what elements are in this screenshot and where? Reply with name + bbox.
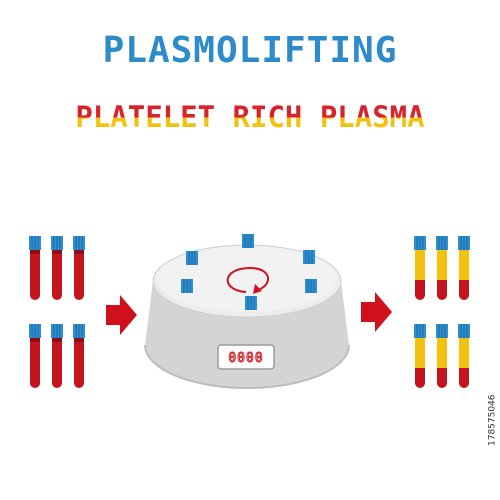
right-tube-group-bottom — [413, 323, 471, 388]
page-title: PLASMOLIFTING — [102, 30, 398, 71]
blood-tube-icon — [72, 235, 86, 300]
centrifuge-display — [217, 344, 275, 370]
blood-tube-icon — [50, 235, 64, 300]
rotor-slot-icon — [241, 233, 255, 249]
rotation-arrow-icon — [226, 266, 269, 294]
separated-tube-icon — [435, 323, 449, 388]
display-readout: 0000 — [228, 351, 263, 366]
blood-tube-icon — [28, 323, 42, 388]
separated-tube-icon — [435, 235, 449, 300]
stock-id: 178575046 — [488, 394, 498, 446]
arrow-right-icon — [106, 295, 137, 335]
centrifuge-icon: 0000 — [144, 233, 350, 389]
blood-tube-icon — [72, 323, 86, 388]
left-tube-group-bottom — [28, 323, 86, 388]
blood-tube-icon — [50, 323, 64, 388]
left-tube-group-top — [28, 235, 86, 300]
separated-tube-icon — [457, 235, 471, 300]
rotor-slot-icon — [180, 278, 194, 294]
rotor-slot-icon — [304, 278, 318, 294]
blood-tube-icon — [28, 235, 42, 300]
rotor-slot-icon — [302, 249, 316, 265]
separated-tube-icon — [457, 323, 471, 388]
separated-tube-icon — [413, 323, 427, 388]
rotor-slot-icon — [244, 295, 258, 311]
arrow-right-icon — [361, 292, 392, 332]
rotor-slot-icon — [185, 250, 199, 266]
page-subtitle: PLATELET RICH PLASMA — [0, 100, 500, 134]
right-tube-group-top — [413, 235, 471, 300]
separated-tube-icon — [413, 235, 427, 300]
